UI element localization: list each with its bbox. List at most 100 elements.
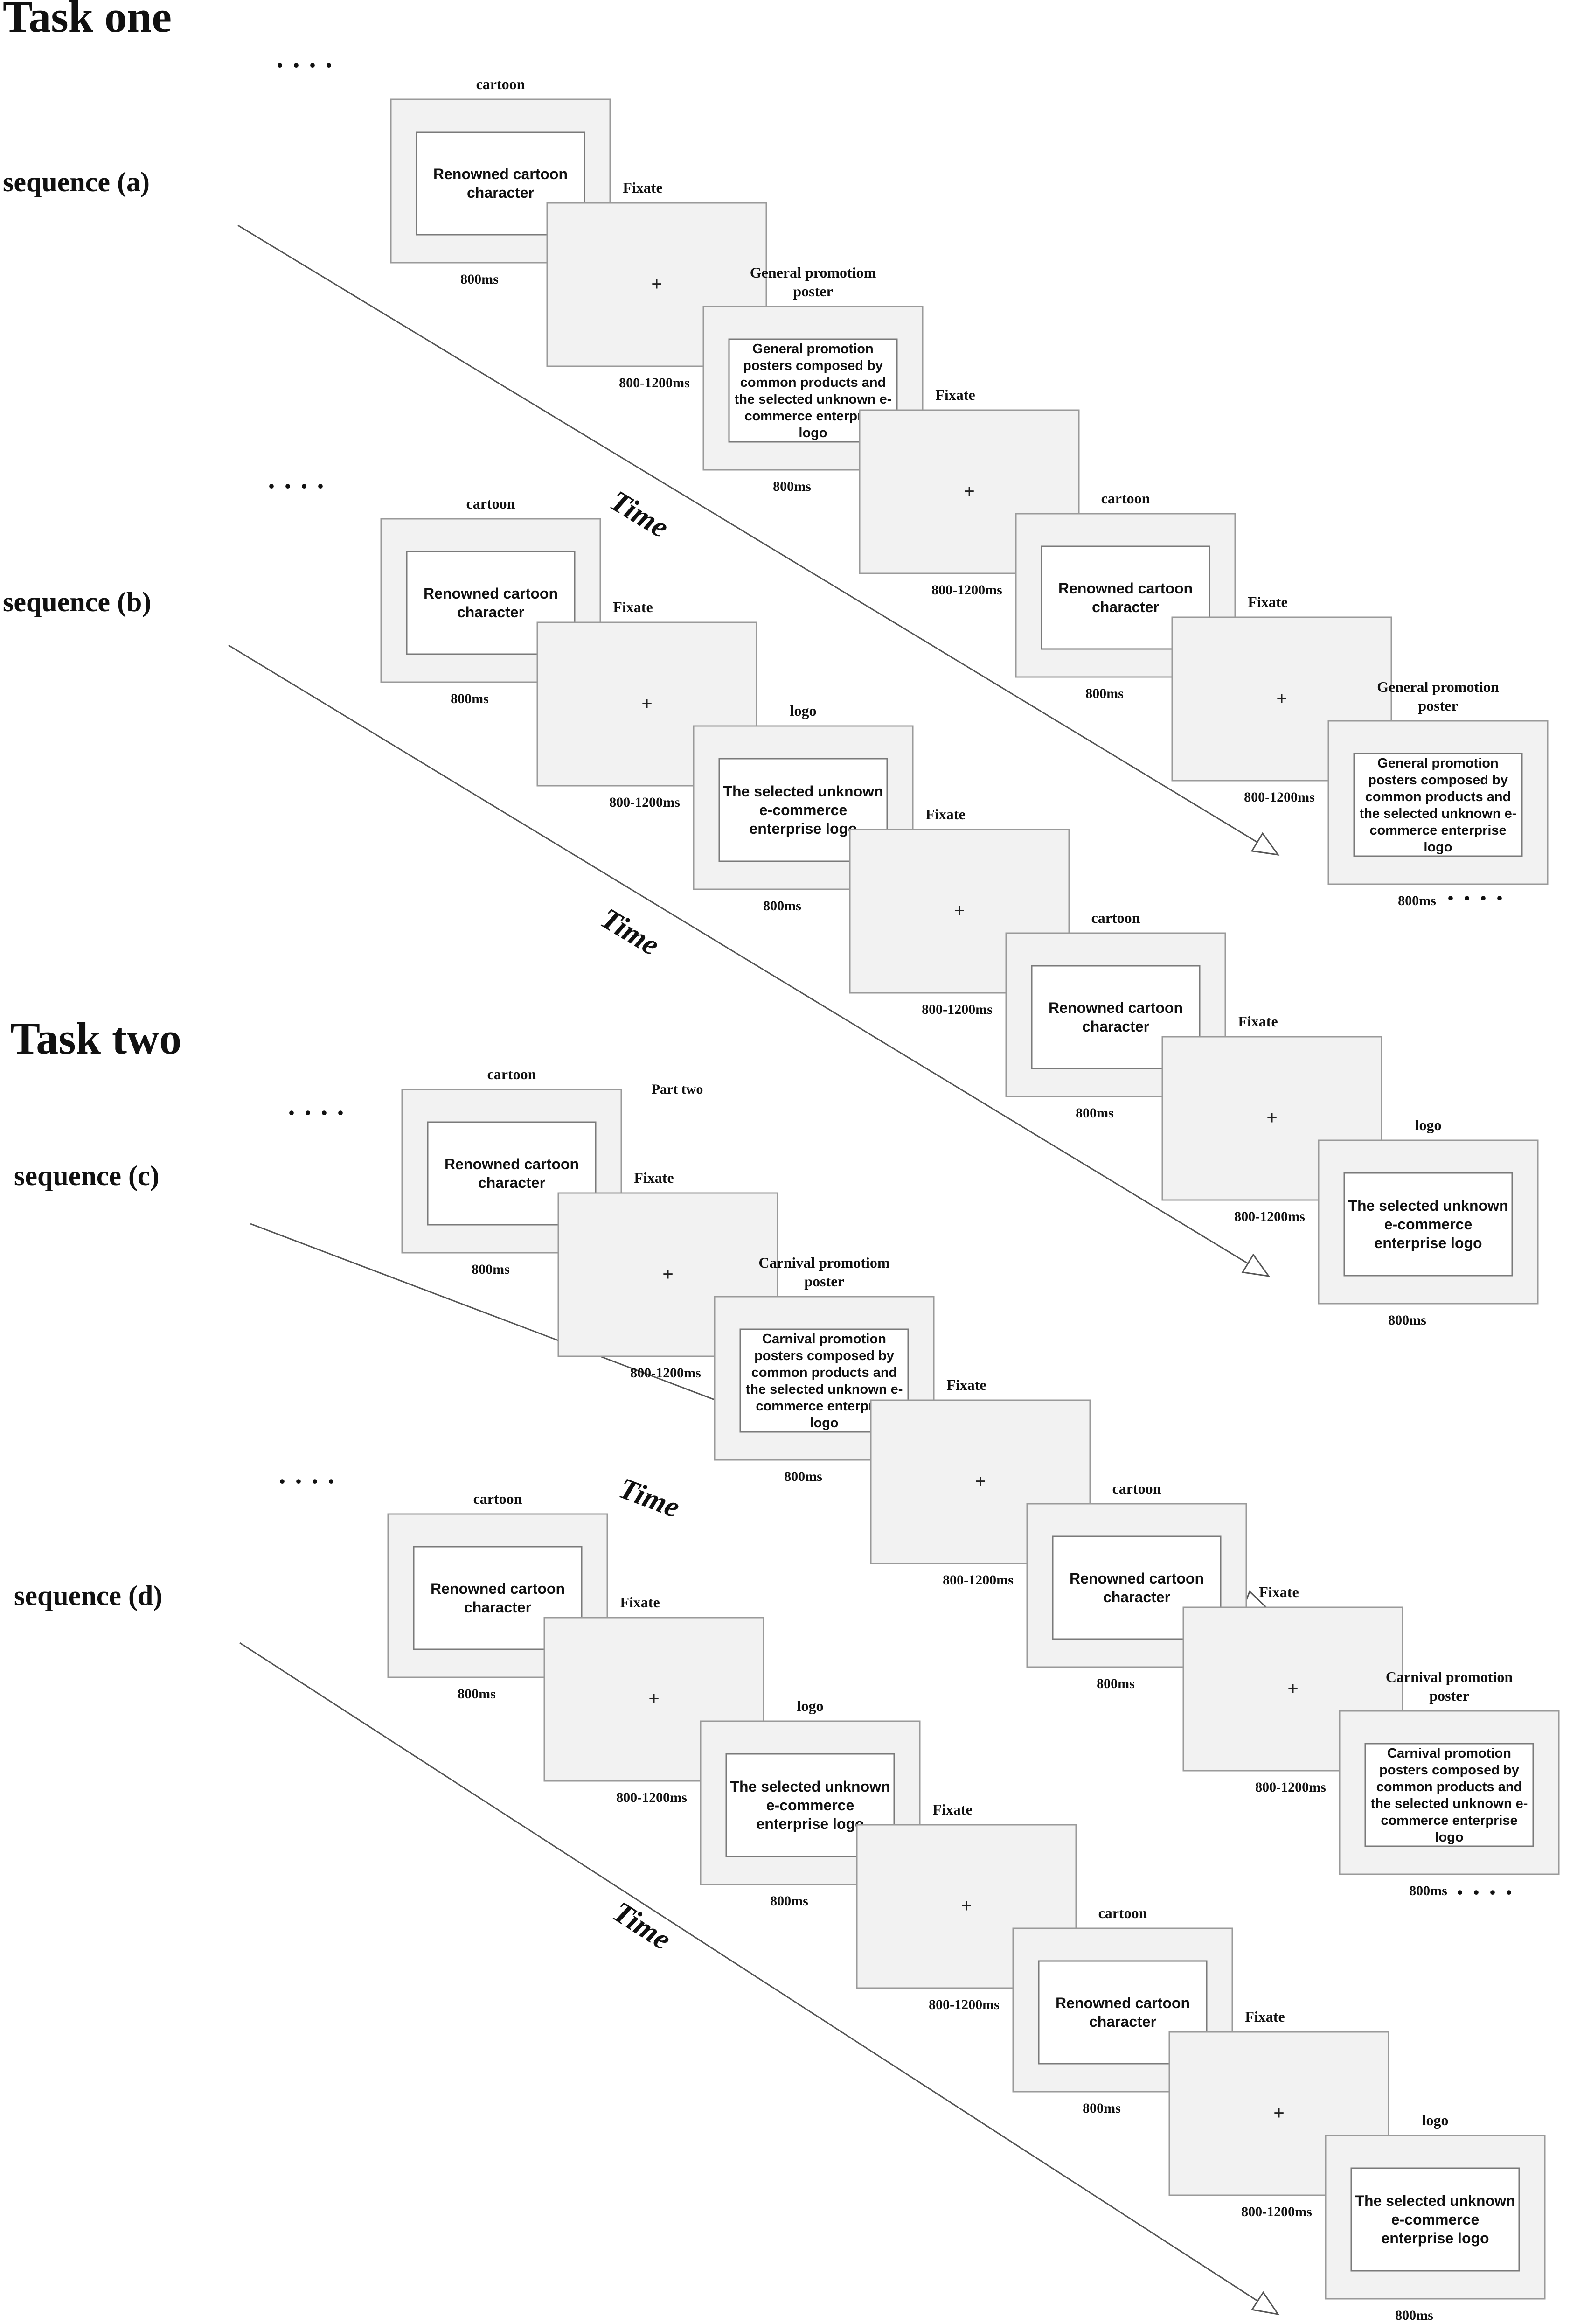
stimulus-text: common products and: [740, 375, 886, 390]
stimulus-text: The selected unknown: [1348, 1197, 1508, 1214]
stimulus-text: common products and: [1365, 789, 1511, 804]
stimulus-text: character: [1092, 599, 1159, 615]
stimulus-text: commerce enterprise: [744, 409, 881, 424]
duration-label: 800-1200ms: [609, 795, 680, 810]
ellipsis-start: · · · ·: [275, 50, 333, 81]
sequence-label: sequence (a): [3, 167, 150, 197]
duration-label: 800ms: [1395, 2308, 1433, 2323]
duration-label: 800ms: [1083, 2101, 1121, 2116]
screen-title: Carnival promotion: [1386, 1668, 1513, 1685]
duration-label: 800-1200ms: [943, 1572, 1014, 1588]
stimulus-text: Renowned cartoon: [424, 585, 558, 602]
stimulus-text: character: [478, 1174, 545, 1191]
stimulus-text: Carnival promotion: [762, 1332, 886, 1347]
fixation-cross: +: [961, 1896, 972, 1916]
screen-title: Fixate: [946, 1376, 986, 1393]
fixation-cross: +: [975, 1471, 986, 1492]
stimulus-text: e-commerce: [1384, 1216, 1473, 1233]
screen-title: cartoon: [487, 1066, 536, 1082]
duration-label: 800-1200ms: [616, 1790, 687, 1805]
stimulus-text: The selected unknown: [723, 783, 883, 800]
stimulus-text: Renowned cartoon: [1070, 1570, 1204, 1587]
screen-title: General promotiom: [750, 264, 876, 281]
duration-label: 800ms: [763, 898, 801, 914]
stimulus-text: Carnival promotion: [1387, 1746, 1511, 1761]
duration-label: 800-1200ms: [931, 582, 1002, 598]
time-axis-line: [237, 224, 1278, 856]
screen-title: General promotion: [1377, 678, 1499, 695]
stimulus-text: the selected unknown e-: [1360, 806, 1517, 821]
screen-title: logo: [790, 702, 817, 719]
fixation-cross: +: [964, 481, 974, 502]
duration-label: 800-1200ms: [619, 375, 690, 391]
stimulus-text: e-commerce: [766, 1797, 854, 1814]
fixation-cross: +: [662, 1264, 673, 1284]
duration-label: 800-1200ms: [1244, 789, 1315, 805]
duration-label: 800ms: [1085, 686, 1124, 701]
duration-label: 800-1200ms: [1241, 2204, 1312, 2219]
duration-label: 800ms: [784, 1469, 822, 1484]
stimulus-text: enterprise logo: [749, 820, 857, 837]
stimulus-text: The selected unknown: [730, 1778, 890, 1795]
stimulus-text: the selected unknown e-: [746, 1382, 903, 1397]
fixation-cross: +: [651, 274, 662, 294]
part-two-label: Part two: [652, 1082, 703, 1097]
stimulus-content-box: [1350, 2167, 1520, 2272]
stimulus-text: the selected unknown e-: [735, 392, 892, 407]
sequence-d: Time· · · ·· · · ·sequence (d)cartoonRen…: [14, 1466, 1546, 2323]
stimulus-text: the selected unknown e-: [1371, 1796, 1528, 1811]
time-arrowhead: [1250, 832, 1280, 856]
stimulus-text: enterprise logo: [1381, 2230, 1489, 2247]
stimulus-text: posters composed by: [743, 358, 883, 373]
stimulus-text: commerce enterprise: [1369, 823, 1506, 838]
ellipsis-end: · · · ·: [1446, 883, 1504, 914]
stimulus-text: common products and: [1376, 1780, 1522, 1794]
duration-label: 800-1200ms: [630, 1365, 701, 1381]
task-one-heading: Task one: [3, 0, 172, 42]
stimulus-text: Renowned cartoon: [1056, 1995, 1190, 2011]
screen-title: logo: [1422, 2112, 1449, 2129]
fixation-cross: +: [1273, 2103, 1284, 2123]
sequence-label: sequence (c): [14, 1160, 160, 1191]
duration-label: 800ms: [451, 691, 489, 706]
duration-label: 800-1200ms: [1255, 1780, 1326, 1795]
screen-title: Fixate: [1259, 1584, 1299, 1600]
stimulus-content-box: [1353, 753, 1523, 857]
stimulus-text: General promotion: [752, 342, 873, 356]
stimulus-text: posters composed by: [1379, 1763, 1519, 1778]
duration-label: 800-1200ms: [929, 1997, 1000, 2012]
stimulus-text: posters composed by: [1368, 773, 1508, 788]
stimulus-text: commerce enterprise: [756, 1399, 892, 1414]
time-label: Time: [607, 1895, 677, 1956]
sequence-label: sequence (d): [14, 1580, 162, 1611]
stimulus-text: posters composed by: [754, 1348, 894, 1363]
ellipsis-start: · · · ·: [287, 1097, 345, 1128]
fixation-cross: +: [954, 900, 965, 921]
fixation-cross: +: [1287, 1678, 1298, 1699]
sequence-label: sequence (b): [3, 586, 151, 617]
time-label: Time: [595, 901, 665, 962]
duration-label: 800ms: [770, 1893, 808, 1909]
stimulus-text: character: [1103, 1589, 1170, 1605]
stimulus-content-box: [1343, 1172, 1513, 1277]
duration-label: 800ms: [1076, 1105, 1114, 1121]
stimulus-text: logo: [799, 426, 827, 440]
screen-title: cartoon: [473, 1490, 522, 1507]
screen-title: Fixate: [1238, 1013, 1278, 1030]
screen-title: cartoon: [1101, 490, 1150, 507]
time-label: Time: [604, 484, 674, 544]
duration-label: 800ms: [472, 1262, 510, 1277]
time-axis-line: [228, 644, 1269, 1277]
fixation-cross: +: [1276, 688, 1287, 709]
stimulus-text: logo: [810, 1416, 838, 1431]
stimulus-text: common products and: [751, 1365, 897, 1380]
screen-title: Fixate: [932, 1801, 972, 1818]
